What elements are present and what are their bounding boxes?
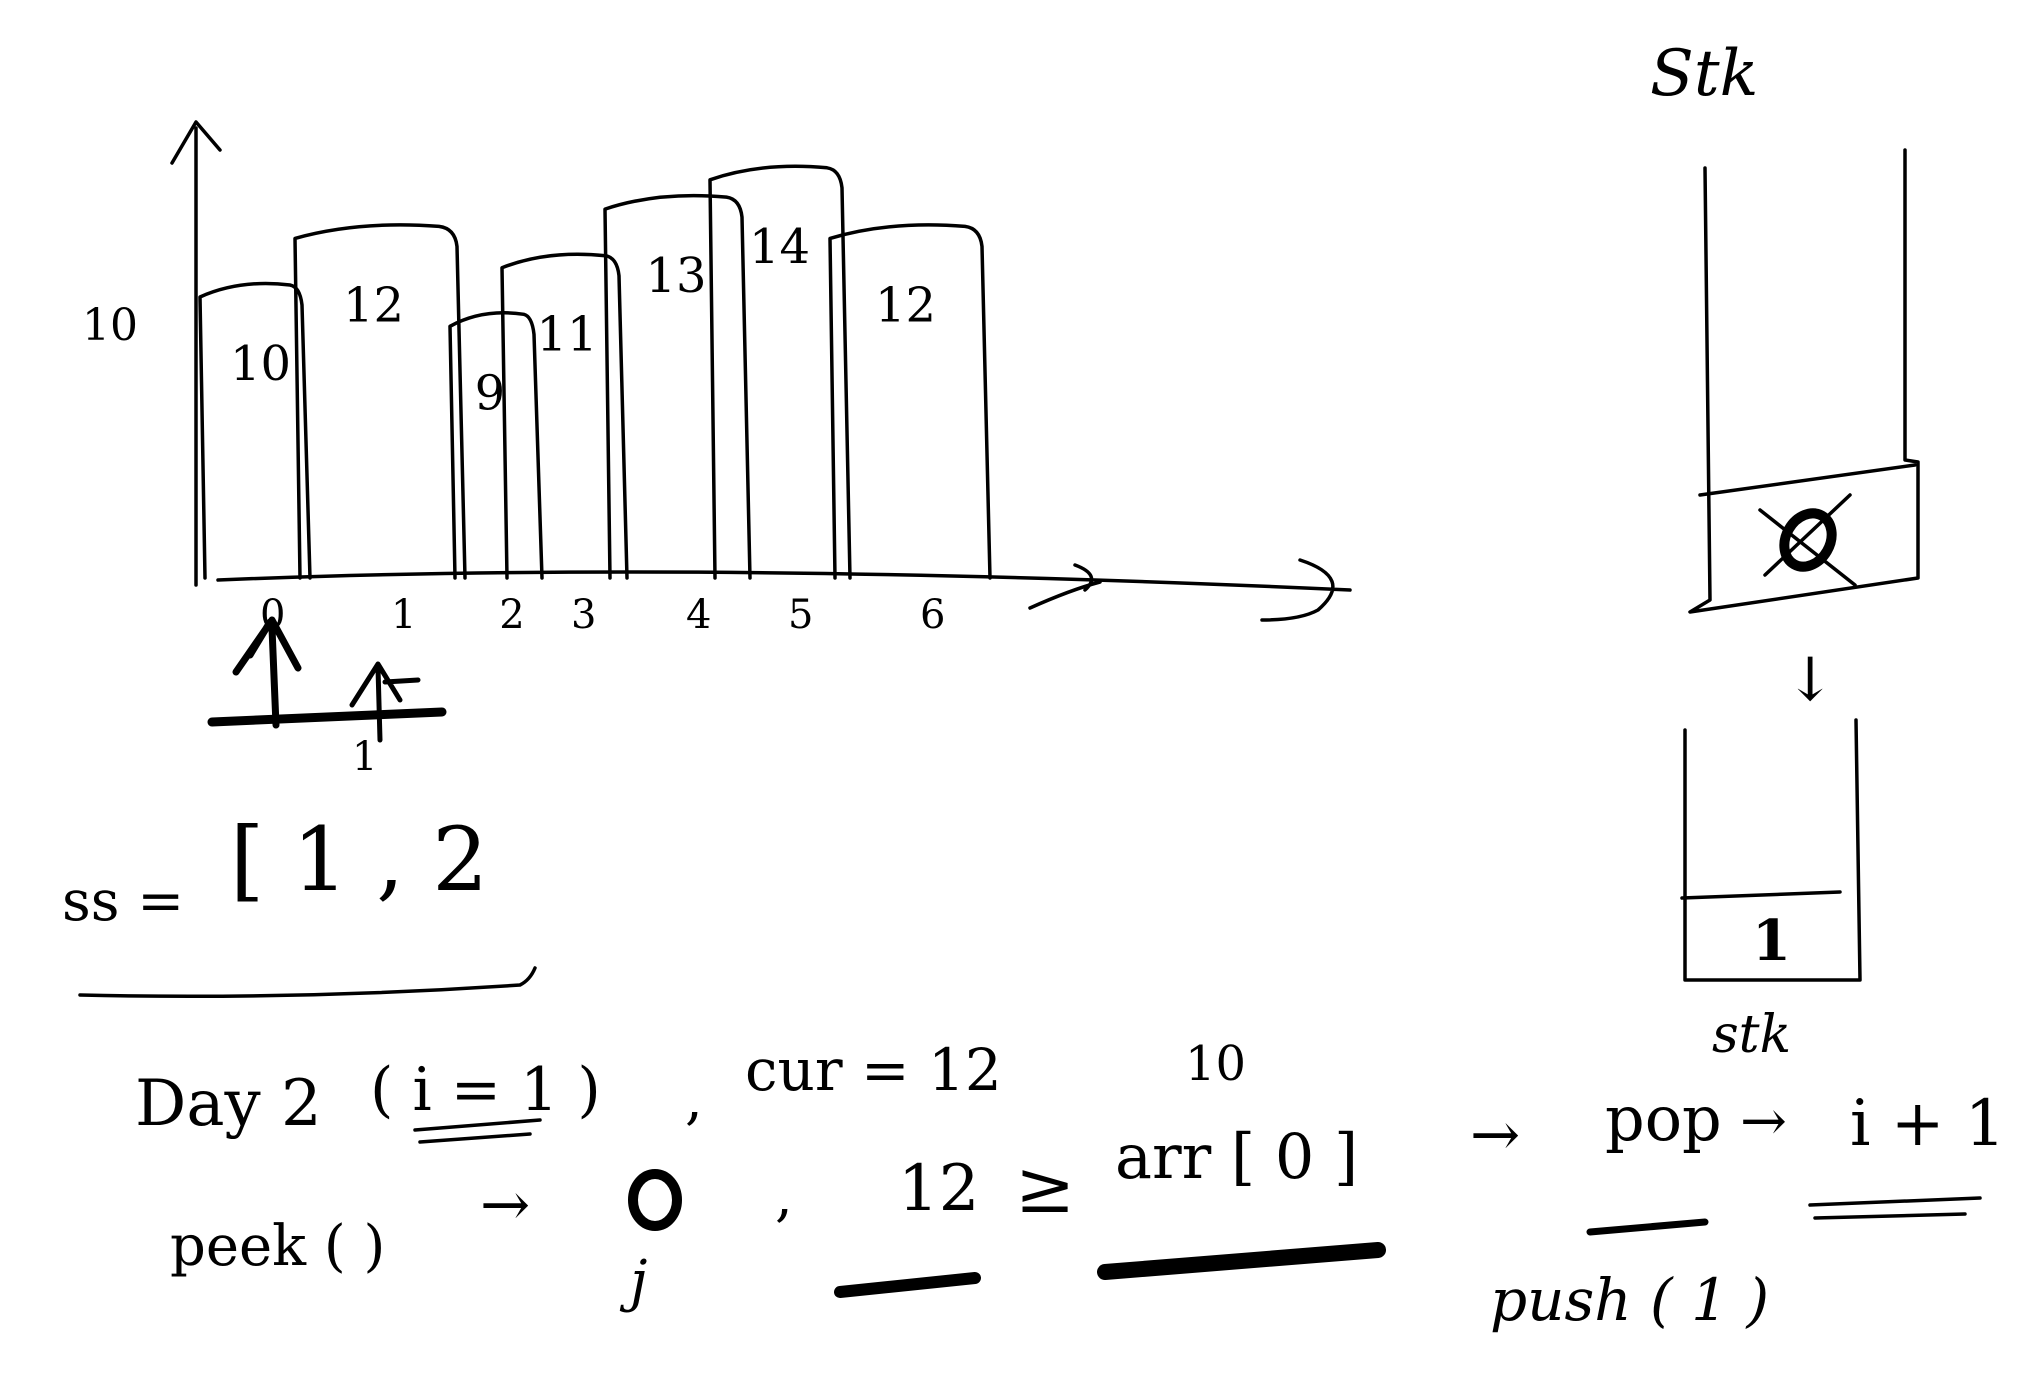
i-arrow-icon — [232, 616, 302, 729]
stack-top-divider — [1698, 463, 1917, 497]
stack-bottom-divider — [1680, 890, 1842, 900]
day-condition: ( i = 1 ) — [370, 1055, 601, 1125]
side-value: 10 — [1185, 1036, 1246, 1092]
x-tick-label: 4 — [686, 592, 711, 638]
i-plus-one-underline — [1808, 1196, 1982, 1220]
notes-line-2: peek ( ) → 0 j , 12 ≥ arr [ 0 ] → pop → … — [170, 1082, 2006, 1334]
twelve-underline — [834, 1272, 981, 1298]
peek-call: peek ( ) — [170, 1214, 385, 1279]
bar-value-label: 12 — [875, 277, 936, 333]
pop-label: pop — [1605, 1082, 1722, 1155]
bars-group — [198, 164, 992, 580]
notes-line-1: Day 2 ( i = 1 ) , cur = 12 10 — [135, 1036, 1246, 1144]
bar — [198, 281, 312, 580]
arr-index: arr [ 0 ] — [1115, 1120, 1358, 1193]
stack-panel: Stk ↓ 1 stk — [1650, 37, 1920, 1065]
bar — [500, 252, 629, 580]
stack-container-bottom — [1683, 718, 1862, 982]
x-axis-arrow-extra — [1028, 563, 1102, 610]
bar-value-label: 9 — [475, 365, 506, 421]
pointer-below-label: 1 — [352, 734, 377, 780]
bar — [828, 223, 992, 580]
stack-cell-top-value — [1779, 508, 1837, 572]
arrow-to-pop-icon: → — [1470, 1100, 1520, 1170]
stack-arrow-icon: ↓ — [1785, 645, 1835, 715]
bar — [293, 223, 467, 580]
peek-result-zero — [628, 1169, 682, 1231]
x-tick-label: 5 — [788, 592, 813, 638]
j-label: j — [619, 1249, 647, 1314]
i-plus-one: i + 1 — [1850, 1087, 2006, 1161]
answer-prefix: ss = — [62, 869, 184, 934]
x-tick-label: 1 — [391, 592, 416, 638]
stack-cell-bottom-value: 1 — [1752, 908, 1791, 974]
ge-operator: ≥ — [1015, 1145, 1075, 1229]
pointer-baseline — [207, 707, 447, 727]
arrow-to-i-icon: → — [1740, 1089, 1787, 1154]
j-arrow-icon — [349, 661, 421, 743]
arr-underline — [1097, 1242, 1386, 1280]
stack-container-top — [1688, 148, 1920, 614]
cur-label: cur = 12 — [745, 1036, 1002, 1104]
pointer-arrows: 1 — [207, 616, 447, 780]
bar — [708, 164, 852, 580]
bar-value-label: 10 — [230, 336, 291, 392]
bar — [603, 193, 752, 580]
y-tick-label: 10 — [82, 300, 138, 351]
bar-value-labels: 10 12 9 11 13 14 12 — [230, 219, 936, 422]
push-call: push ( 1 ) — [1490, 1266, 1769, 1334]
x-tick-label: 3 — [571, 592, 596, 638]
stack-top-label: Stk — [1650, 37, 1758, 111]
bar — [448, 311, 544, 580]
answer-values: [ 1 , 2 — [230, 808, 488, 911]
x-axis — [216, 558, 1352, 622]
x-tick-label: 6 — [920, 592, 945, 638]
line2-comma: , — [775, 1164, 793, 1229]
twelve-value: 12 — [898, 1152, 979, 1226]
stack-bottom-label: stk — [1712, 1005, 1791, 1065]
bar-value-label: 11 — [537, 307, 598, 363]
x-tick-label: 2 — [499, 592, 524, 638]
stack-cell-crossed-out — [1758, 493, 1857, 587]
line1-comma: , — [685, 1067, 703, 1132]
day-label: Day 2 — [135, 1067, 322, 1141]
y-axis — [170, 120, 222, 587]
bar-value-label: 13 — [646, 248, 707, 304]
answer-array: ss = [ 1 , 2 — [62, 808, 537, 998]
arrow-icon: → — [480, 1170, 530, 1240]
pop-underline — [1586, 1218, 1709, 1236]
bar-value-label: 14 — [749, 219, 810, 275]
bar-value-label: 12 — [343, 277, 404, 333]
answer-underline — [78, 966, 537, 998]
condition-underline — [413, 1118, 542, 1144]
